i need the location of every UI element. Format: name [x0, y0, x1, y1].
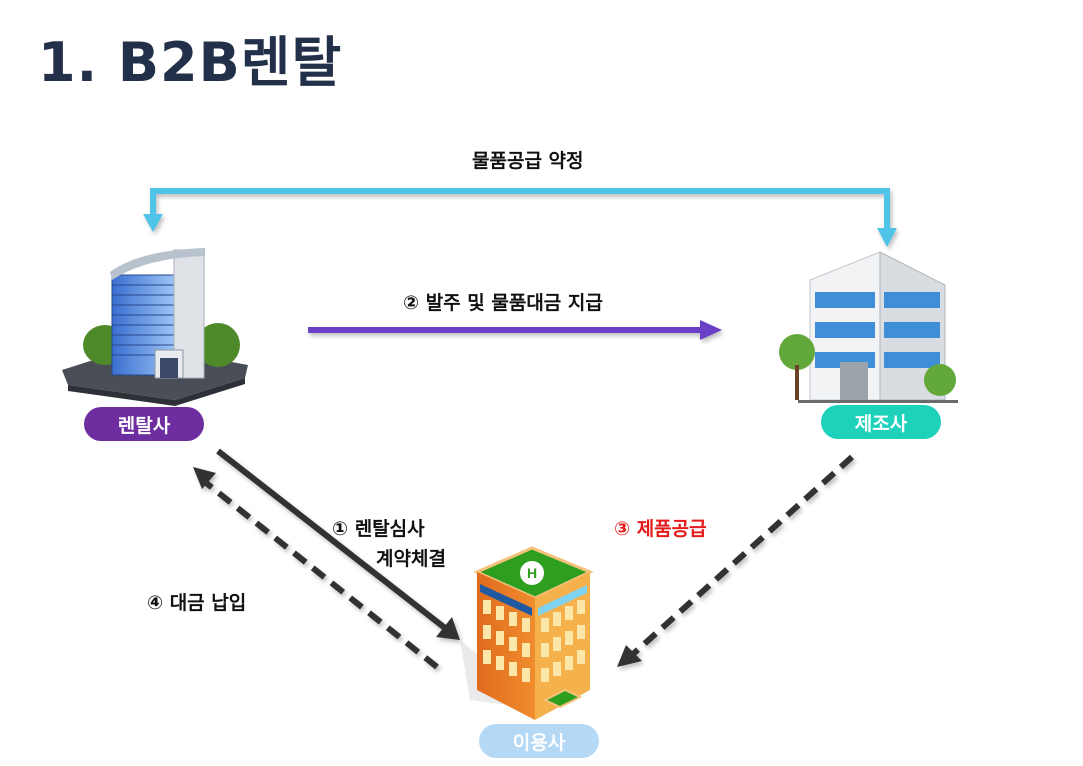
- office-tower-icon: [62, 248, 248, 406]
- user-company-badge: 이용사: [479, 724, 599, 758]
- payment-label: ④ 대금 납입: [147, 592, 247, 614]
- supply-label: ③ 제품공급: [614, 518, 707, 540]
- manufacturer-badge: 제조사: [821, 405, 941, 439]
- agreement-label: 물품공급 약정: [472, 150, 584, 172]
- order-payment-label: ② 발주 및 물품대금 지급: [403, 292, 603, 314]
- svg-text:H: H: [527, 565, 537, 581]
- factory-building-icon: [779, 251, 958, 403]
- contract-label-line1: ① 렌탈심사: [332, 518, 425, 540]
- rental-company-badge: 렌탈사: [84, 407, 204, 441]
- orange-building-icon: H: [460, 546, 594, 720]
- contract-label-line2: 계약체결: [376, 548, 446, 570]
- payment-arrow: [193, 467, 439, 670]
- supply-arrow: [617, 454, 855, 667]
- agreement-arrow: [143, 188, 897, 247]
- page-title: 1. B2B렌탈: [38, 31, 343, 94]
- order-payment-arrow: [308, 320, 722, 340]
- contract-arrow: [216, 448, 460, 640]
